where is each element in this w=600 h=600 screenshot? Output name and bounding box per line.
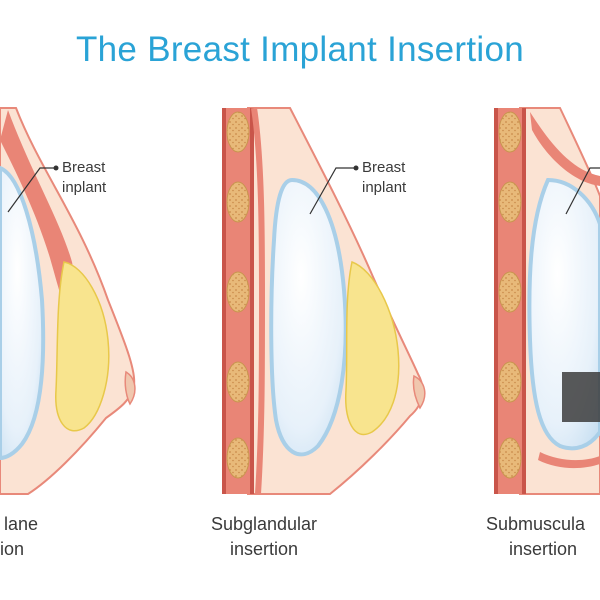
panel-submuscular	[494, 108, 600, 494]
caption-line1: Subglandular	[196, 512, 332, 537]
panel-caption: Subglandular insertion	[196, 512, 332, 562]
caption-line2: insertion	[196, 537, 332, 562]
implant-label-line2: inplant	[362, 178, 406, 198]
panel-caption: lane ion	[0, 512, 60, 562]
caption-line1: Submuscula	[486, 512, 600, 537]
implant-label-line1: Breast	[362, 158, 406, 178]
caption-line1: lane	[0, 512, 60, 537]
mammary-gland	[346, 262, 399, 434]
pointer-dot	[354, 166, 359, 171]
caption-line2: ion	[0, 537, 60, 562]
implant-label: Breast inplant	[362, 158, 406, 198]
caption-line2: insertion	[486, 537, 600, 562]
implant-label-line1: Breast	[62, 158, 106, 178]
panel-caption: Submuscula insertion	[486, 512, 600, 562]
implant-label: Breast inplant	[62, 158, 106, 198]
pointer-dot	[54, 166, 59, 171]
image-artifact	[562, 372, 600, 422]
implant-label-line2: inplant	[62, 178, 106, 198]
